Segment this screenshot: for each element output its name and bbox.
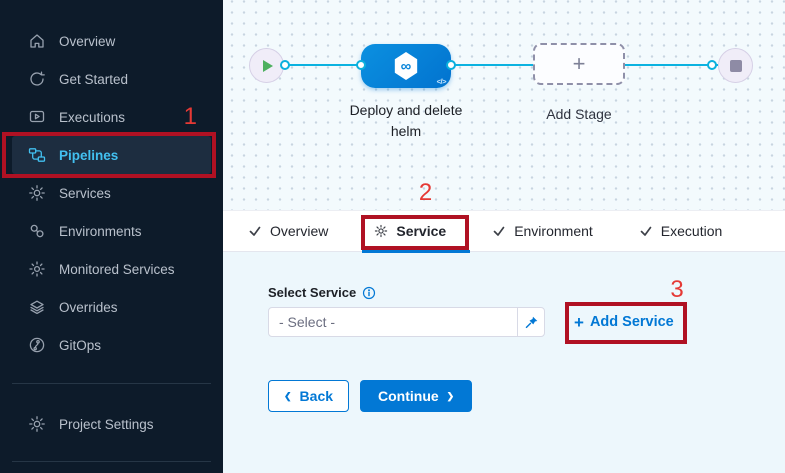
sidebar-divider <box>12 383 211 384</box>
tab-service[interactable]: Service 2 <box>361 179 470 253</box>
gitops-icon <box>28 336 46 354</box>
pipeline-canvas[interactable]: ∞ </> Deploy and delete helm + Add Stage <box>223 0 785 210</box>
sidebar-item-overrides[interactable]: Overrides <box>12 288 211 326</box>
sidebar-item-label: Environments <box>59 223 142 239</box>
back-chevron-icon: ❮ <box>284 390 292 401</box>
check-icon <box>640 226 652 236</box>
stop-icon <box>729 59 742 72</box>
tab-label: Environment <box>514 223 593 239</box>
sidebar-item-label: GitOps <box>59 337 102 353</box>
sidebar-item-get-started[interactable]: Get Started <box>12 60 211 98</box>
pipeline-connector-line <box>268 64 718 66</box>
stage-tabbar: Overview Service 2 Environment Execution <box>223 179 785 253</box>
tab-execution[interactable]: Execution <box>639 210 722 252</box>
pin-icon <box>525 316 537 328</box>
environments-icon <box>28 222 46 240</box>
pin-button[interactable] <box>517 308 544 336</box>
connector-port <box>446 60 456 70</box>
infinity-glyph: ∞ <box>400 57 412 75</box>
cd-hexagon-icon: ∞ <box>394 52 418 80</box>
forward-chevron-icon: ❯ <box>446 390 455 401</box>
sidebar-item-environments[interactable]: Environments <box>12 212 211 250</box>
play-icon <box>263 59 273 72</box>
pipeline-end-node[interactable] <box>718 48 753 83</box>
sidebar-divider <box>12 461 211 462</box>
stage-node-deploy[interactable]: ∞ </> <box>361 44 451 88</box>
executions-icon <box>28 108 46 126</box>
sidebar-item-pipelines[interactable]: Pipelines 1 <box>2 103 216 178</box>
add-service-label: Add Service <box>589 314 674 330</box>
continue-button[interactable]: Continue ❯ <box>360 380 473 412</box>
sidebar-item-label: Overview <box>59 33 116 49</box>
gear-icon <box>375 224 388 238</box>
connector-port <box>280 60 290 70</box>
check-icon <box>493 226 505 236</box>
sidebar-item-label: Pipelines <box>59 147 119 163</box>
sidebar: Overview Get Started Executions Pipeline… <box>0 0 223 473</box>
sidebar-item-label: Monitored Services <box>59 261 175 277</box>
add-service-button[interactable]: + Add Service <box>574 314 674 331</box>
sidebar-item-label: Get Started <box>59 71 129 87</box>
stage-name-label: Deploy and delete helm <box>349 102 463 139</box>
plus-icon: + <box>572 51 586 76</box>
pipelines-icon <box>28 146 46 164</box>
connector-port <box>707 60 717 70</box>
main-panel: ∞ </> Deploy and delete helm + Add Stage… <box>223 0 785 473</box>
sidebar-item-label: Executions <box>59 109 126 125</box>
continue-button-label: Continue <box>378 388 439 404</box>
layers-icon <box>28 298 46 316</box>
service-select-dropdown[interactable]: - Select - <box>268 307 545 337</box>
add-stage-label: Add Stage <box>546 106 612 122</box>
tab-overview[interactable]: Overview <box>248 210 328 252</box>
select-service-label: Select Service <box>268 285 357 300</box>
sidebar-item-executions[interactable]: Executions <box>12 98 211 136</box>
back-button-label: Back <box>299 388 334 404</box>
tab-label: Service <box>396 223 447 239</box>
sidebar-item-overview[interactable]: Overview <box>12 22 211 60</box>
tab-label: Execution <box>660 223 723 239</box>
tab-environment[interactable]: Environment <box>492 210 593 252</box>
code-icon: </> <box>436 77 447 86</box>
sidebar-item-label: Overrides <box>59 299 118 315</box>
add-stage-button[interactable]: + <box>533 43 625 85</box>
check-icon <box>249 226 261 236</box>
sidebar-item-label: Project Settings <box>59 416 154 432</box>
connector-port <box>356 60 366 70</box>
services-gear-icon <box>28 184 46 202</box>
circular-arrow-icon <box>28 70 46 88</box>
service-form: Select Service - Select - + Add Service <box>223 252 785 473</box>
plus-icon: + <box>574 312 584 332</box>
sidebar-item-gitops[interactable]: GitOps <box>12 326 211 364</box>
sidebar-item-project-settings[interactable]: Project Settings <box>12 405 211 443</box>
tab-label: Overview <box>270 223 329 239</box>
sidebar-item-monitored-services[interactable]: Monitored Services <box>12 250 211 288</box>
sidebar-item-services[interactable]: Services <box>12 174 211 212</box>
pipeline-start-node[interactable] <box>249 48 284 83</box>
monitored-services-icon <box>28 260 46 278</box>
service-select-value: - Select - <box>279 314 336 330</box>
back-button[interactable]: ❮ Back <box>268 380 350 412</box>
sidebar-item-label: Services <box>59 185 111 201</box>
home-icon <box>28 32 46 50</box>
project-settings-gear-icon <box>28 415 46 433</box>
info-icon[interactable] <box>362 286 376 300</box>
